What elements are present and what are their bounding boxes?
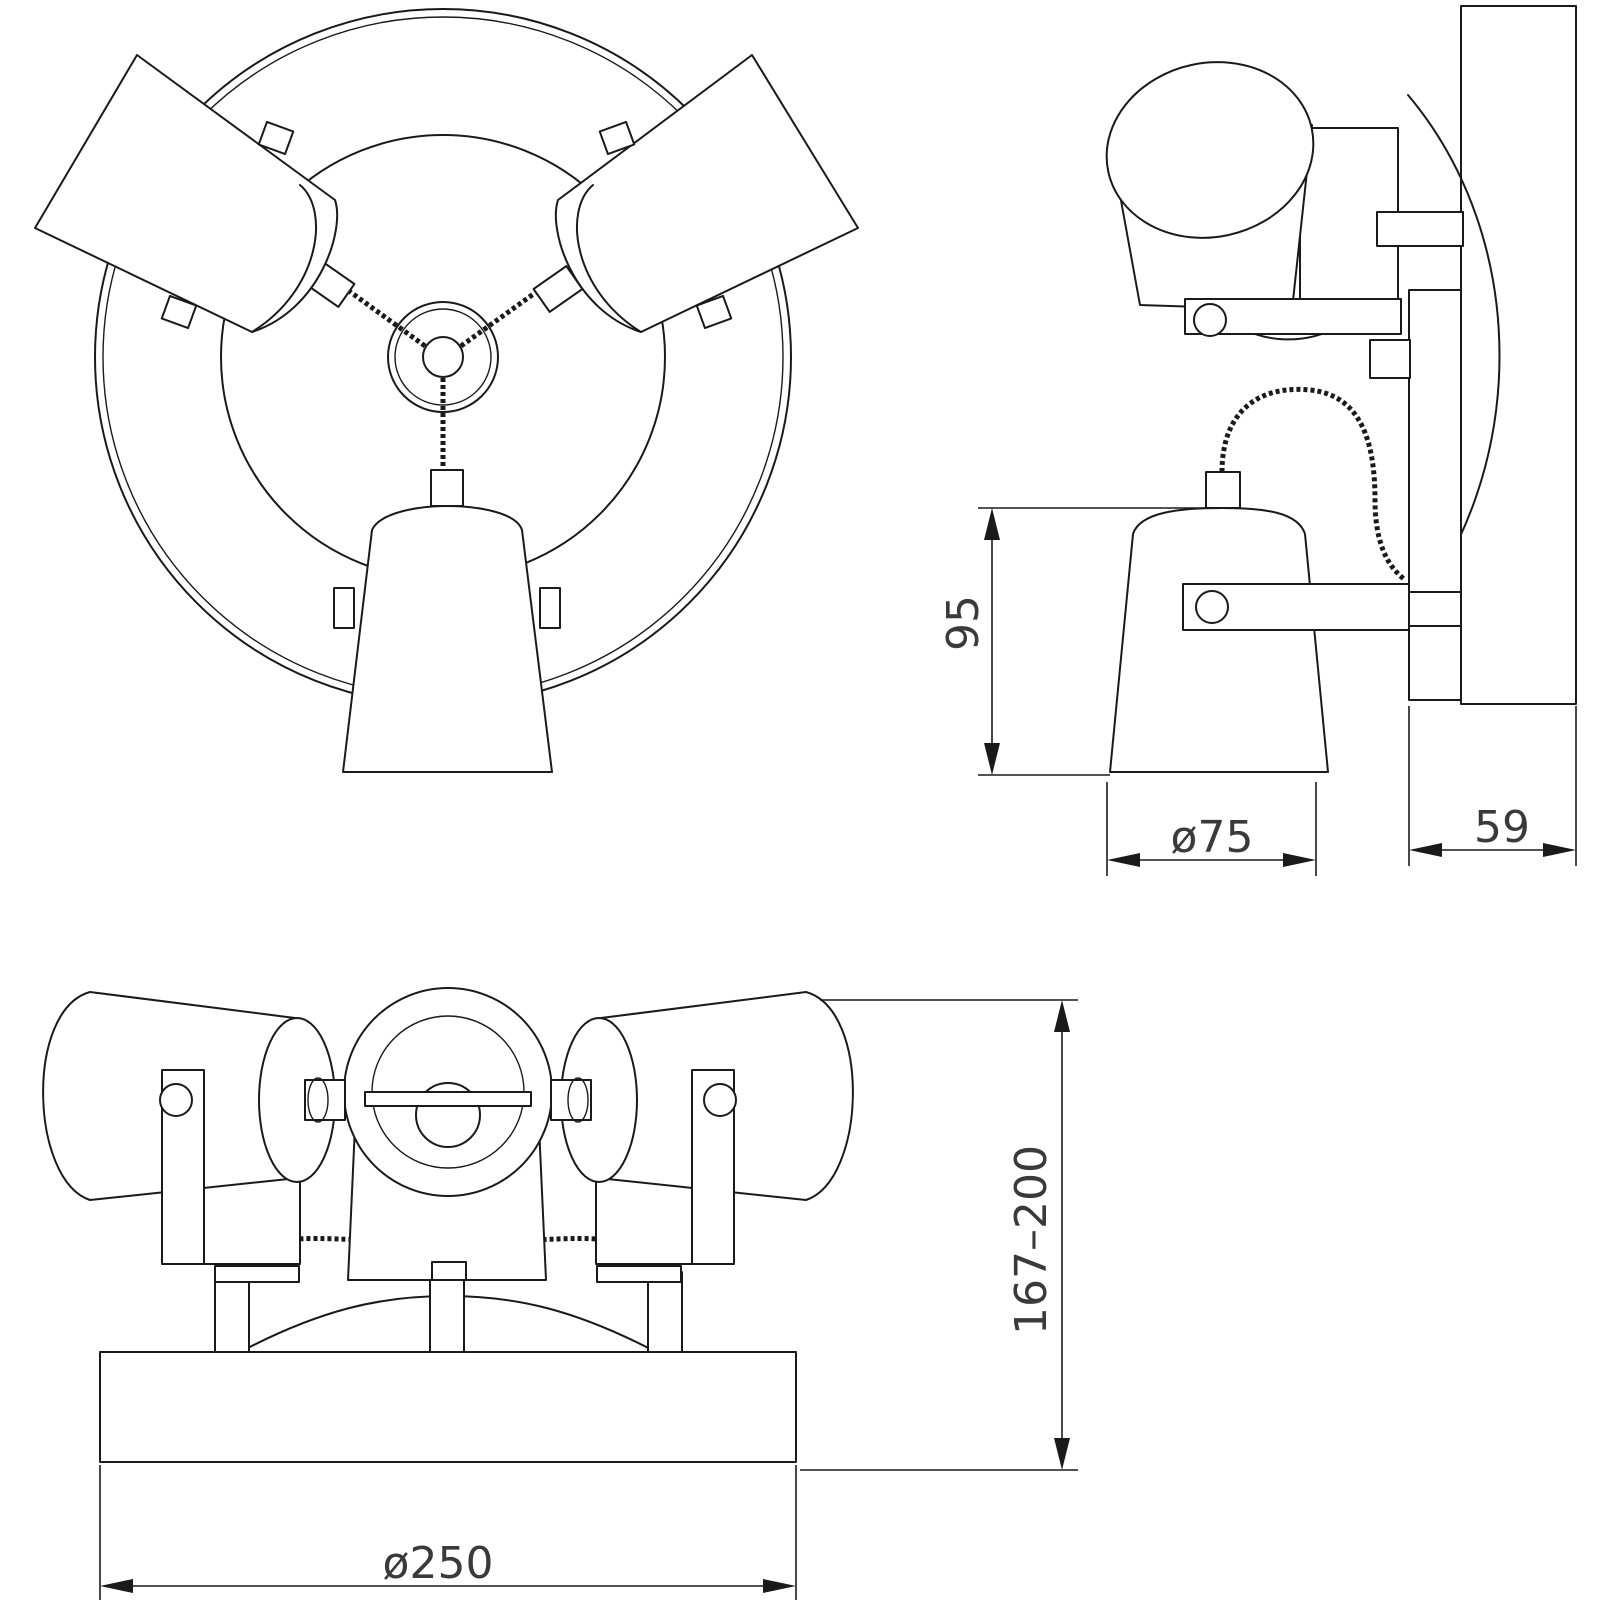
top-view	[34, 8, 859, 773]
dimension-diameter-base: ø250	[99, 1465, 797, 1600]
spot-front	[333, 469, 561, 773]
spot-left	[34, 54, 339, 333]
dimension-height-adjustable: 167–200	[800, 999, 1078, 1471]
side-view	[1105, 5, 1577, 773]
arms	[304, 260, 584, 470]
dimension-diameter-shade: ø75	[1106, 782, 1317, 876]
front-spot-center	[304, 987, 592, 1281]
front-view	[42, 987, 854, 1463]
center-hub	[387, 301, 499, 413]
dimension-label-d250: ø250	[383, 1538, 494, 1589]
dimension-depth: 59	[1408, 706, 1577, 866]
front-spot-right	[560, 991, 854, 1283]
dimension-label-95: 95	[938, 595, 989, 651]
wall-plate	[1460, 5, 1577, 705]
spot-right	[554, 54, 859, 333]
base-plate	[99, 1351, 797, 1463]
dimension-label-d75: ø75	[1171, 812, 1254, 863]
dimension-height-front: 95	[938, 507, 1222, 776]
dimension-label-59: 59	[1474, 802, 1530, 853]
dimension-label-167-200: 167–200	[1006, 1145, 1057, 1335]
upper-spot	[1105, 61, 1464, 379]
front-spot-left	[42, 991, 336, 1283]
